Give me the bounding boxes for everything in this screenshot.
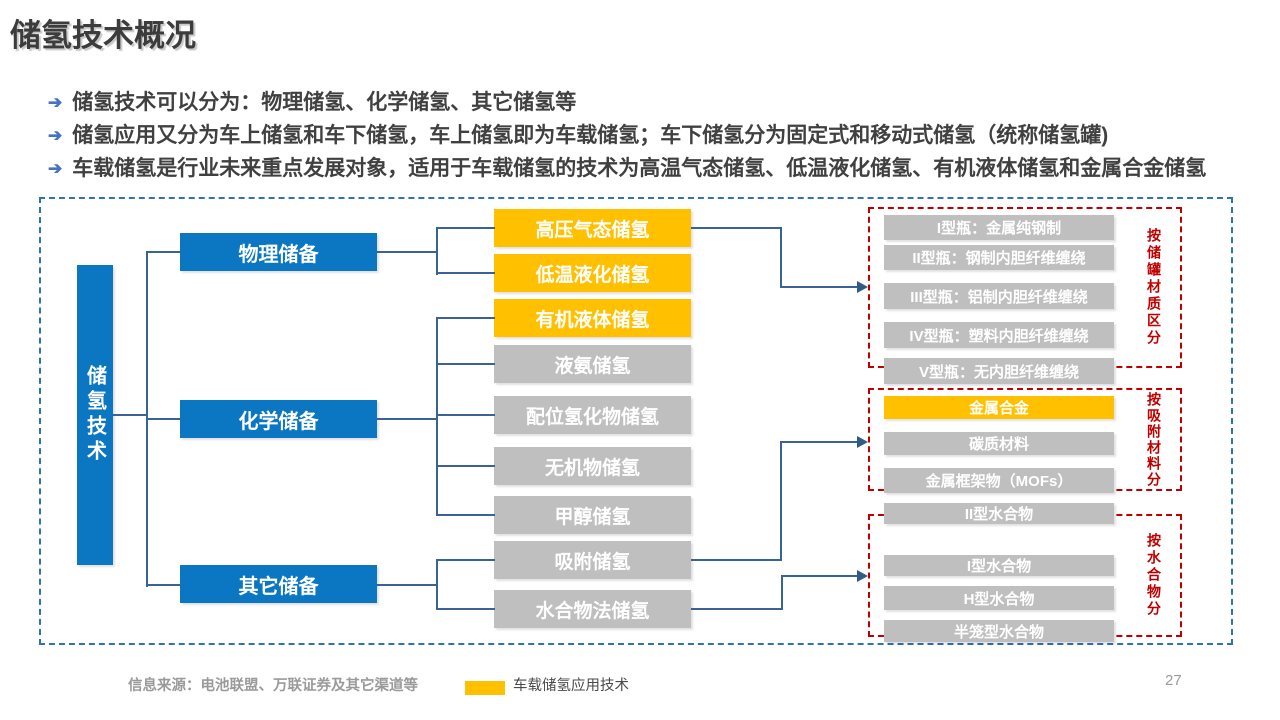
bullet-item: ➔ 车载储氢是行业未来重点发展对象，适用于车载储氢的技术为高温气态储氢、低温液化… [48, 152, 1206, 185]
tech-coordination-hydride: 配位氢化物储氢 [494, 396, 691, 434]
connector-line [436, 317, 438, 516]
connector-line [146, 418, 181, 420]
tank-type-v: V型瓶：无内胆纤维缠绕 [884, 358, 1114, 384]
bullet-list: ➔ 储氢技术可以分为：物理储氢、化学储氢、其它储氢等 ➔ 储氢应用又分为车上储氢… [48, 86, 1206, 185]
connector-line [781, 575, 858, 577]
arrow-bullet-icon: ➔ [48, 159, 63, 178]
bullet-text: 车载储氢是行业未来重点发展对象，适用于车载储氢的技术为高温气态储氢、低温液化储氢… [72, 157, 1207, 180]
connector-line [436, 559, 495, 561]
arrow-bullet-icon: ➔ [48, 93, 63, 112]
adsorption-carbon-material: 碳质材料 [884, 432, 1114, 455]
tech-hydrate-method: 水合物法储氢 [494, 590, 691, 628]
connector-line [113, 414, 147, 416]
connector-line [780, 227, 782, 288]
arrow-right-icon [857, 281, 868, 293]
arrow-right-icon [857, 436, 868, 448]
connector-line [780, 286, 858, 288]
connector-line [781, 575, 783, 610]
connector-line [436, 317, 495, 319]
tech-high-pressure-gas: 高压气态储氢 [494, 209, 691, 247]
page-number: 27 [1165, 672, 1182, 689]
connector-line [377, 418, 437, 420]
connector-line [146, 251, 181, 253]
tech-methanol: 甲醇储氢 [494, 496, 691, 534]
tech-adsorption: 吸附储氢 [494, 541, 691, 579]
legend-yellow-swatch [465, 681, 505, 695]
connector-line [691, 559, 781, 561]
connector-line [780, 441, 782, 561]
connector-line [436, 559, 438, 610]
category-chemical-storage: 化学储备 [180, 400, 377, 438]
tank-type-iv: IV型瓶：塑料内胆纤维缠绕 [884, 322, 1114, 348]
legend-label: 车载储氢应用技术 [513, 678, 629, 694]
connector-line [436, 227, 495, 229]
adsorption-mofs: 金属框架物（MOFs） [884, 468, 1114, 493]
category-physical-storage: 物理储备 [180, 233, 377, 271]
connector-line [436, 414, 495, 416]
arrow-bullet-icon: ➔ [48, 126, 63, 145]
adsorption-material-group-label: 按吸附材料分 [1146, 391, 1162, 488]
arrow-right-icon [857, 570, 868, 582]
connector-line [436, 227, 438, 275]
tank-material-group-label: 按储罐材质区分 [1146, 228, 1162, 347]
tank-type-ii: II型瓶：钢制内胆纤维缠绕 [884, 245, 1114, 270]
hydrate-group-label: 按水合物分 [1146, 533, 1162, 618]
bullet-text: 储氢应用又分为车上储氢和车下储氢，车上储氢即为车载储氢；车下储氢分为固定式和移动… [72, 124, 1109, 147]
bullet-text: 储氢技术可以分为：物理储氢、化学储氢、其它储氢等 [72, 91, 577, 114]
source-note: 信息来源：电池联盟、万联证券及其它渠道等 [128, 678, 418, 694]
tech-cryogenic-liquefied: 低温液化储氢 [494, 254, 691, 292]
connector-line [780, 441, 858, 443]
connector-line [146, 584, 181, 586]
page-title: 储氢技术概况 [10, 18, 196, 53]
tank-type-iii: III型瓶：铝制内胆纤维缠绕 [884, 283, 1114, 309]
root-node-hydrogen-storage-tech: 储氢技术 [77, 265, 113, 565]
tank-type-i: I型瓶：金属纯钢制 [884, 215, 1114, 240]
category-other-storage: 其它储备 [180, 565, 377, 603]
connector-line [436, 465, 495, 467]
connector-line [691, 227, 781, 229]
connector-line [436, 363, 495, 365]
connector-line [377, 251, 437, 253]
tech-liquid-ammonia: 液氨储氢 [494, 345, 691, 383]
hydrate-semi-clathrate: 半笼型水合物 [884, 620, 1114, 642]
connector-line [691, 608, 782, 610]
connector-line [436, 514, 495, 516]
connector-line [436, 272, 495, 274]
connector-line [377, 584, 437, 586]
connector-line [436, 608, 495, 610]
hydrate-type-i: I型水合物 [884, 555, 1114, 576]
tech-organic-liquid: 有机液体储氢 [494, 299, 691, 337]
bullet-item: ➔ 储氢技术可以分为：物理储氢、化学储氢、其它储氢等 [48, 86, 1206, 119]
hydrate-type-h: H型水合物 [884, 586, 1114, 610]
adsorption-metal-alloy: 金属合金 [884, 396, 1114, 419]
bullet-item: ➔ 储氢应用又分为车上储氢和车下储氢，车上储氢即为车载储氢；车下储氢分为固定式和… [48, 119, 1206, 152]
tech-inorganic: 无机物储氢 [494, 447, 691, 485]
diagram-outer-border [39, 197, 1233, 645]
hydrate-type-ii: II型水合物 [884, 503, 1114, 524]
